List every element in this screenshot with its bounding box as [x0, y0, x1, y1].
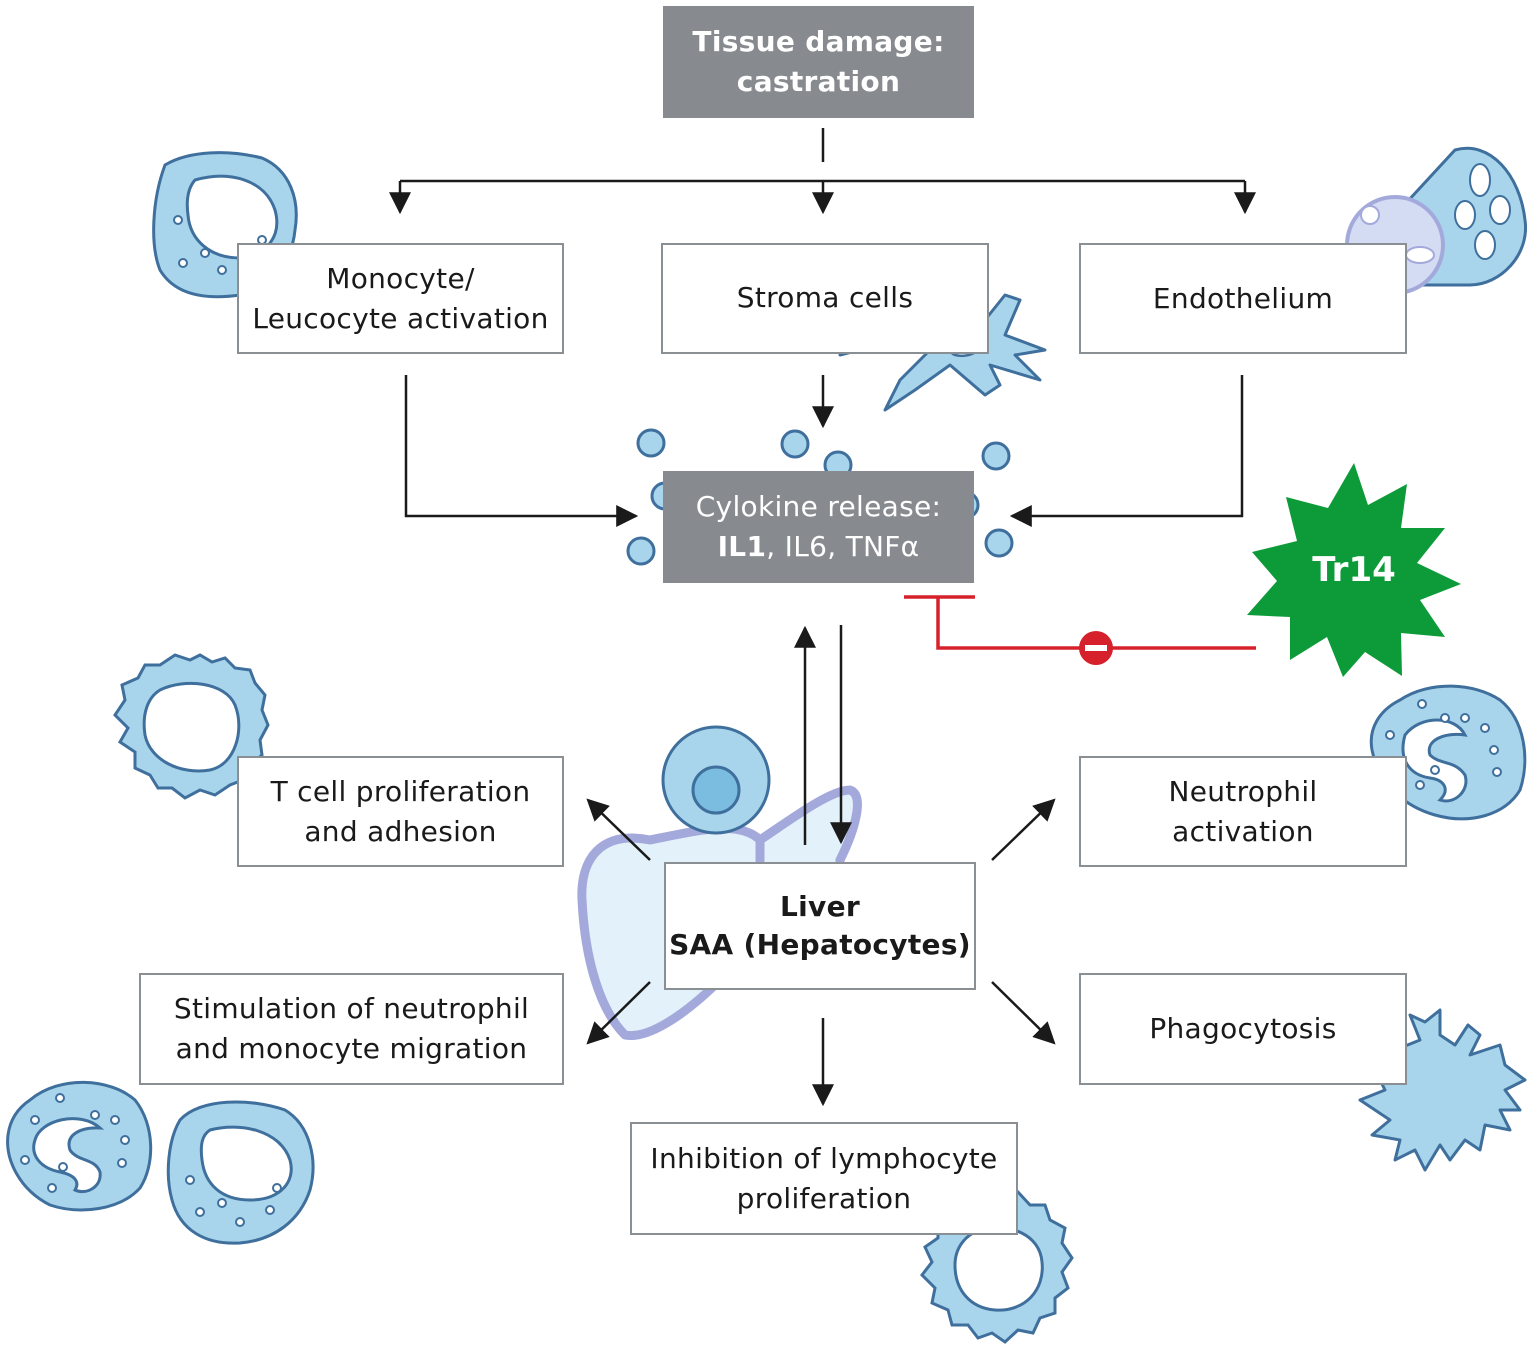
tr14-text: Tr14 — [1312, 550, 1396, 590]
lymphocyte-inhibition-box: Inhibition of lymphocyte proliferation — [630, 1122, 1018, 1235]
neutrophil-line2: activation — [1172, 814, 1314, 848]
liver-line2: SAA (Hepatocytes) — [669, 928, 971, 961]
tissue-damage-line1: Tissue damage: — [692, 25, 945, 58]
connector-liver-outputs — [586, 798, 1056, 1107]
endothelium-line1: Endothelium — [1152, 281, 1334, 315]
monocyte-line1: Monocyte/ — [326, 261, 475, 295]
neutrophil-cell-icon — [1369, 684, 1527, 821]
migration-line2: and monocyte migration — [175, 1032, 528, 1065]
cytokine-line2: IL1, IL6, TNFα — [718, 527, 920, 567]
neutrophil-line1: Neutrophil — [1168, 774, 1318, 808]
cytokine-il1: IL1 — [717, 530, 767, 563]
stroma-line1: Stroma cells — [736, 281, 914, 314]
cytokine-line1: Cylokine release: — [695, 490, 942, 523]
tr14-starburst — [1247, 463, 1461, 677]
monocyte-cell-icon — [166, 1100, 315, 1245]
connector-to-cytokine — [404, 375, 1244, 527]
lymphocyte-line2: proliferation — [736, 1181, 912, 1215]
cytokine-rest: , IL6, TNFα — [766, 530, 920, 563]
inhibition-line — [904, 595, 1256, 650]
monocyte-line2: Leucocyte activation — [252, 301, 549, 335]
phagocytosis-line1: Phagocytosis — [1149, 1012, 1337, 1045]
tcell-line2: and adhesion — [304, 814, 497, 848]
phagocytosis-box: Phagocytosis — [1079, 973, 1407, 1085]
endothelium-box: Endothelium — [1079, 243, 1407, 354]
inhibition-symbol-icon — [1079, 631, 1113, 665]
monocyte-box: Monocyte/ Leucocyte activation — [237, 243, 564, 354]
lymphocyte-cell-icon — [113, 653, 270, 800]
liver-line1: Liver — [780, 890, 860, 923]
hepatocyte-cell-icon — [661, 725, 771, 835]
liver-box: Liver SAA (Hepatocytes) — [664, 862, 976, 990]
tcell-line1: T cell proliferation — [270, 774, 531, 808]
cytokine-box: Cylokine release: IL1, IL6, TNFα — [663, 471, 974, 583]
connector-cytokine-liver — [794, 625, 852, 845]
neutrophil-cell-icon — [6, 1080, 153, 1212]
lymphocyte-line1: Inhibition of lymphocyte — [650, 1141, 998, 1175]
migration-box: Stimulation of neutrophil and monocyte m… — [139, 973, 564, 1085]
neutrophil-box: Neutrophil activation — [1079, 756, 1407, 867]
migration-line1: Stimulation of neutrophil — [173, 992, 530, 1025]
tissue-damage-line2: castration — [736, 65, 901, 98]
stroma-box: Stroma cells — [661, 243, 989, 354]
tcell-box: T cell proliferation and adhesion — [237, 756, 564, 867]
connector-tissue-branches — [389, 128, 1256, 215]
tissue-damage-box: Tissue damage: castration — [663, 6, 974, 118]
tr14-label: Tr14 — [1247, 463, 1461, 677]
